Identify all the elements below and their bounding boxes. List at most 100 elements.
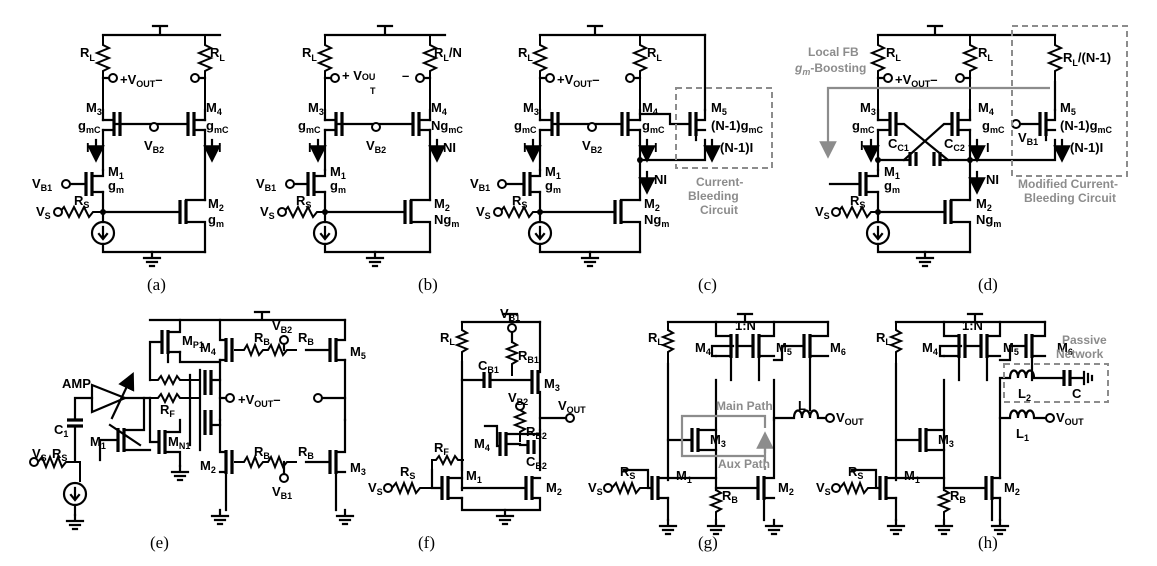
caption-h: (h) [978,533,998,552]
label: RL [648,330,663,347]
label: RB2 [526,424,547,441]
label: (N-1)I [720,140,753,155]
label: RB1 [518,348,539,365]
label: RS [848,464,863,481]
label: M3 [86,100,102,117]
caption-f: (f) [418,533,435,552]
label: VS [815,204,830,221]
caption-d: (d) [978,275,998,294]
label: I [86,140,90,155]
label: (N-1)I [1070,140,1103,155]
label: CB2 [526,454,547,471]
label: Local FB [808,45,859,59]
label: RL [518,45,533,63]
label: CC2 [944,136,965,153]
label: M3 [938,432,954,449]
label: M3 [350,460,366,477]
label: M1 [90,434,106,451]
label: RS [620,464,635,481]
label: VB1 [470,176,490,193]
label: M2 [1004,480,1020,497]
label: +VOUT– [238,392,281,409]
label: gmC [982,118,1005,135]
label: 1:N [962,318,983,333]
label: M1 [466,468,482,485]
label: +VOUT– [557,72,600,89]
label: VB1 [500,306,520,323]
label: RB [950,488,966,505]
label: RB [254,444,270,461]
label: Ngm [644,212,669,229]
label: M1 [676,468,692,485]
label: VB2 [366,138,386,155]
label: M3 [860,100,876,117]
label: I [308,140,312,155]
label: VS [36,204,51,221]
label: +VOUT– [895,72,938,89]
label: gmC [642,118,665,135]
label: AMP [62,376,91,391]
label: CC1 [888,136,909,153]
label: Main Path [716,399,773,413]
label: RL/N [434,45,462,63]
label: RL [302,45,317,63]
label: NI [443,140,456,155]
label: RS [400,464,415,481]
label: M4 [206,100,222,117]
label: VOUT [558,398,586,415]
label: VOUT [1056,410,1084,427]
label: VOUT [836,410,864,427]
label: RS [52,446,67,463]
label: M4 [642,100,658,117]
label: Passive [1062,333,1107,347]
label: M2 [200,458,216,475]
label: Bleeding [688,189,739,203]
panel-b: RL RL/N + VOU T – M3 gmC M4 NgmC VB2 I N… [256,24,463,294]
label: gm [208,212,224,229]
label: M3 [544,376,560,393]
label: M2 [208,196,224,213]
caption-a: (a) [147,275,166,294]
label: M4 [922,340,938,357]
label: M2 [546,480,562,497]
label: M2 [644,196,660,213]
label: VB1 [32,176,52,193]
label: NI [654,172,667,187]
label: I [860,138,864,153]
label: MN1 [168,434,190,451]
label: M1 [904,468,920,485]
label: M2 [976,196,992,213]
label: + VOU [342,68,375,83]
caption-b: (b) [418,275,438,294]
label: M4 [695,340,711,357]
label: Bleeding Circuit [1024,191,1116,205]
label: C [1072,386,1082,401]
label: gm-Boosting [794,61,866,77]
label: VS [476,204,491,221]
label: RB [254,330,270,347]
panel-a: RL RL +VOUT– M3 gmC M4 gmC VB2 I I VB1 M… [32,24,229,294]
label: M6 [830,340,846,357]
label: CB1 [478,358,499,375]
label: M3 [710,432,726,449]
label: RL [886,45,901,63]
label: M5 [1003,340,1019,357]
label: VS [260,204,275,221]
label: Aux Path [718,457,770,471]
panel-f: RL VB1 RB1 CB1 M3 VOUT VB2 RB2 M4 CB2 RF… [368,306,586,552]
label: M4 [431,100,447,117]
label: VB1 [272,484,292,501]
caption-e: (e) [150,533,169,552]
label: M3 [308,100,324,117]
label: (N-1)gmC [1060,118,1113,135]
label: RB [722,488,738,505]
label: VS [816,480,831,497]
label: RB [298,444,314,461]
label: C1 [54,422,68,439]
label: Current- [696,175,743,189]
label: gmC [78,118,101,135]
label: M5 [776,340,792,357]
label: gmC [206,118,229,135]
label: L2 [1018,386,1031,403]
